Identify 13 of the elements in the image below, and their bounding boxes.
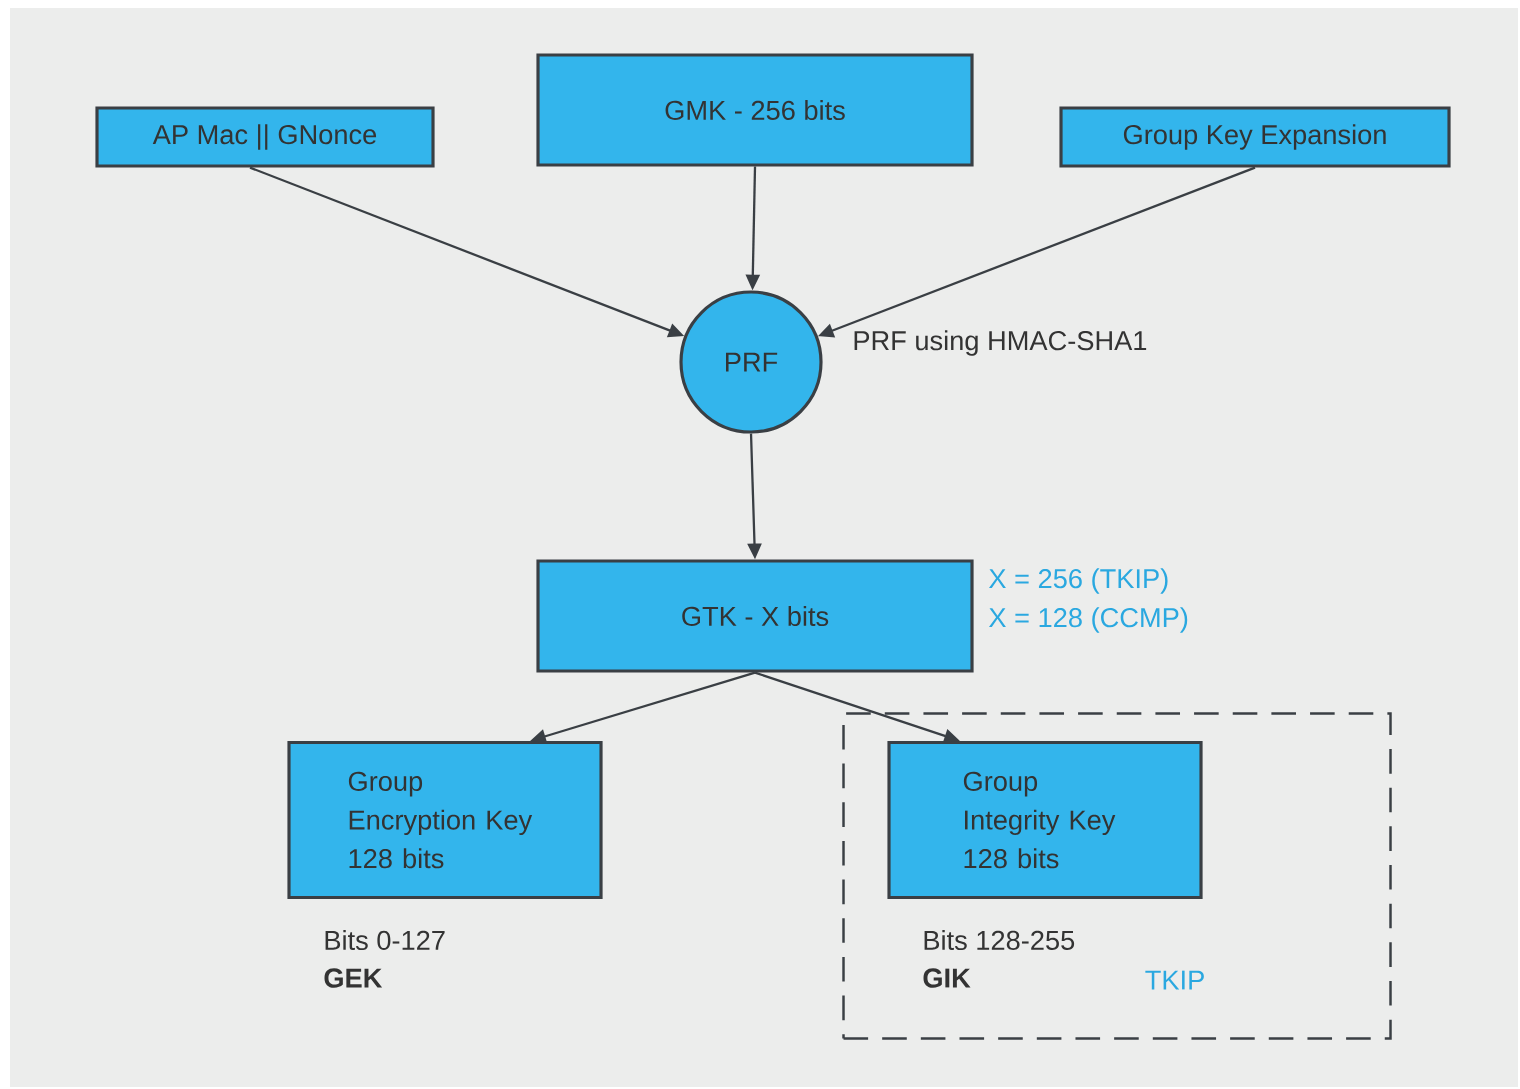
node-caption: GIK bbox=[923, 968, 971, 988]
process-box: Group Integrity Key 128 bits bbox=[887, 740, 1203, 900]
process-box: GMK - 256 bits bbox=[536, 53, 974, 167]
node-caption: X = 256 (TKIP) bbox=[988, 568, 1168, 594]
node-caption: Bits 128-255 bbox=[924, 930, 1075, 950]
node-caption: GEK bbox=[324, 968, 383, 988]
node-caption: Bits 0-127 bbox=[325, 930, 445, 950]
process-box: Group Key Expansion bbox=[1059, 106, 1451, 168]
node-caption: PRF using HMAC-SHA1 bbox=[854, 330, 1147, 356]
process-box: AP Mac || GNonce bbox=[95, 106, 435, 168]
process-box: GTK - X bits bbox=[536, 559, 974, 673]
node-caption: X = 128 (CCMP) bbox=[988, 607, 1188, 633]
process-box: Group Encryption Key 128 bits bbox=[287, 740, 603, 900]
